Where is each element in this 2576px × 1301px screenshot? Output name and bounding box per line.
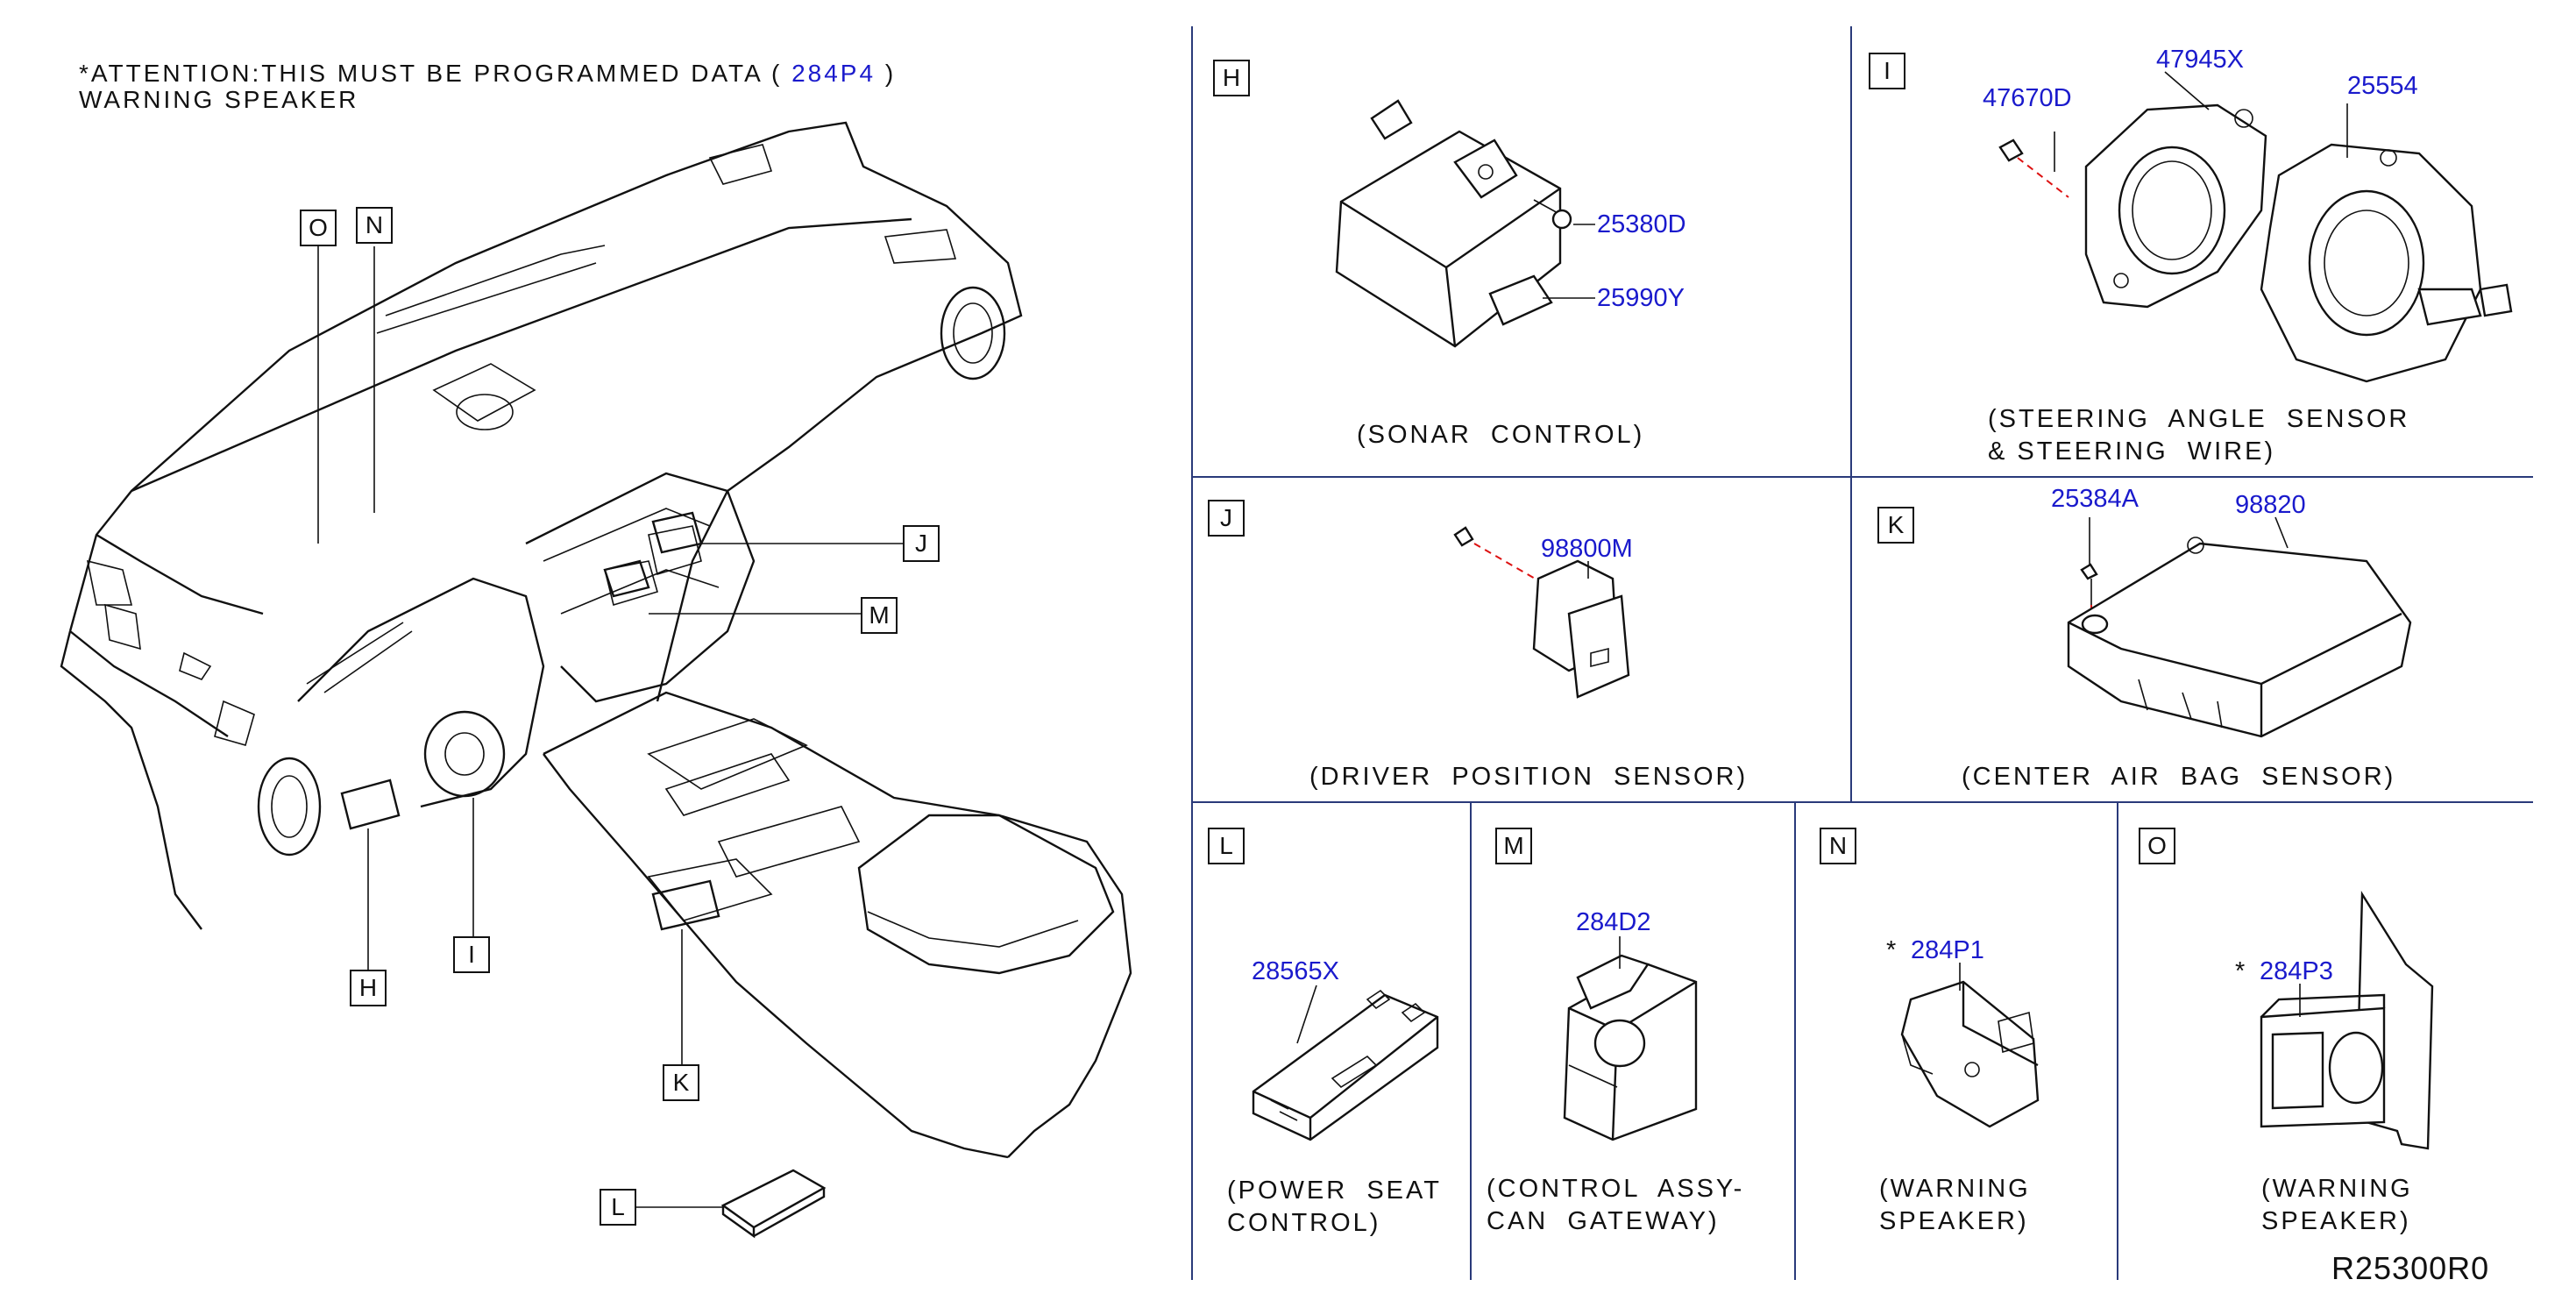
can-gateway-drawing [1563,936,1698,1141]
overview-callout-k[interactable]: K [663,1064,699,1101]
panel-m-letter: M [1495,828,1532,864]
panel-i-part-47945x[interactable]: 47945X [2156,46,2244,74]
attention-note-prefix: *ATTENTION:THIS MUST BE PROGRAMMED DATA … [79,60,783,87]
panel-h-letter: H [1213,60,1250,96]
overview-callout-h[interactable]: H [350,970,387,1006]
overview-callout-n[interactable]: N [356,207,393,244]
panel-m-caption: (CONTROL ASSY- CAN GATEWAY) [1487,1175,1745,1235]
panel-n-part-284p1[interactable]: 284P1 [1911,936,1984,964]
panel-l-part-28565x[interactable]: 28565X [1252,957,1339,985]
attention-note-code: 284P4 [791,60,876,87]
panel-o-caption: (WARNING SPEAKER) [2261,1175,2413,1235]
panel-m-part-284d2[interactable]: 284D2 [1576,908,1651,936]
panel-h-part-25990y[interactable]: 25990Y [1597,284,1685,312]
panel-n-caption: (WARNING SPEAKER) [1879,1175,2031,1235]
panel-k-letter: K [1877,507,1914,544]
panel-k-caption: (CENTER AIR BAG SENSOR) [1962,763,2396,791]
figure-reference: R25300R0 [2331,1250,2490,1286]
panel-k-part-98820[interactable]: 98820 [2235,491,2306,519]
panel-i-part-25554[interactable]: 25554 [2347,72,2418,100]
panel-i-letter: I [1869,53,1905,89]
overview-callout-j[interactable]: J [903,525,940,562]
overview-callout-l[interactable]: L [600,1189,636,1226]
panel-grid [1191,26,2533,1280]
warning-speaker-n-drawing [1900,963,2040,1128]
attention-note-suffix: ) [884,60,897,87]
panel-o-asterisk: * [2235,957,2246,985]
center-airbag-sensor-drawing [2067,516,2412,738]
overview-callout-i[interactable]: I [453,936,490,973]
overview-callout-m[interactable]: M [861,597,898,634]
attention-note-line2: WARNING SPEAKER [79,86,359,113]
panel-j-letter: J [1208,500,1245,537]
driver-position-sensor-drawing [1453,526,1630,699]
panel-l-caption: (POWER SEAT CONTROL) [1227,1177,1442,1237]
attention-note-line1: *ATTENTION:THIS MUST BE PROGRAMMED DATA … [79,60,896,88]
panel-i-caption: (STEERING ANGLE SENSOR & STEERING WIRE) [1988,405,2410,466]
panel-i-part-47670d[interactable]: 47670D [1983,84,2072,112]
panel-h-caption: (SONAR CONTROL) [1357,421,1645,449]
power-seat-control-drawing [1252,985,1439,1141]
panel-o-part-284p3[interactable]: 284P3 [2260,957,2333,985]
steering-sensor-drawing [1998,71,2513,383]
overview-callout-o[interactable]: O [300,210,337,246]
warning-speaker-o-drawing [2260,890,2434,1150]
panel-n-asterisk: * [1886,936,1897,964]
panel-o-letter: O [2139,828,2175,864]
panel-n-letter: N [1820,828,1856,864]
panel-j-part-98800m[interactable]: 98800M [1541,535,1633,563]
panel-h-part-25380d[interactable]: 25380D [1597,210,1686,238]
panel-k-part-25384a[interactable]: 25384A [2051,485,2139,513]
sonar-control-drawing [1335,99,1595,348]
panel-j-caption: (DRIVER POSITION SENSOR) [1309,763,1749,791]
panel-l-letter: L [1208,828,1245,864]
dashboard-overview-drawing [60,121,1132,1239]
